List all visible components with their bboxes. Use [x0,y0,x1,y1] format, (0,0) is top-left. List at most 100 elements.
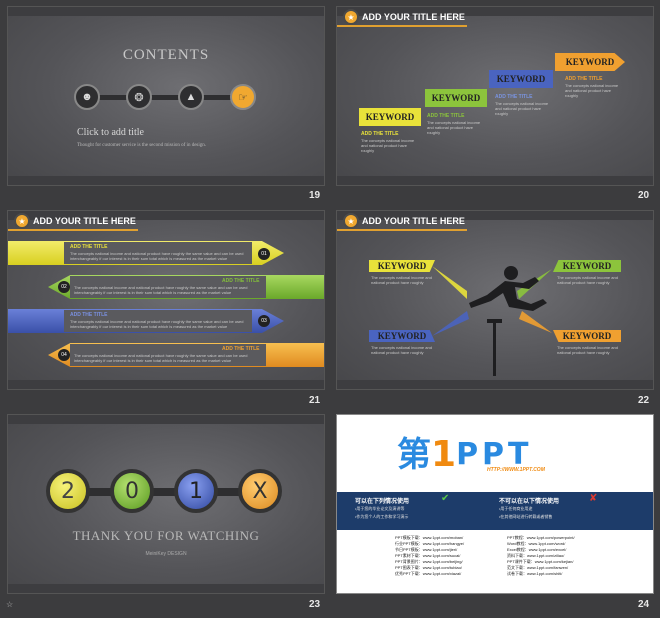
usage-banner: 可以在下列情况使用 ✔ •用于您的毕业论文及演讲等 •作为您个人的工作和学习演示… [337,492,653,530]
hurdler-illustration [432,266,552,376]
cross-icon: ✘ [589,493,598,504]
char-ball-2: 0 [110,469,154,513]
link-item[interactable]: 试卷下载：www.1ppt.com/shiti/ [507,571,563,576]
star-icon: ☆ [6,600,14,609]
page-number-23: 23 [309,599,321,610]
link-item[interactable]: 行业PPT模板：www.1ppt.com/hangye/ [395,541,465,546]
can-use-title: 可以在下列情况使用 [355,499,410,505]
ray-bottom-right [519,311,552,333]
step-2-title: ADD THE TITLE [427,113,465,119]
row-03-title: ADD THE TITLE [70,312,108,318]
link-item[interactable]: PPT素材下载：www.1ppt.com/sucai/ [395,553,461,558]
link-item[interactable]: PPT图表下载：www.1ppt.com/tubiao/ [395,565,462,570]
thank-you-message: THANK YOU FOR WATCHING [72,528,260,543]
slide-24[interactable]: 第 1 PPT HTTP://WWW.1PPT.COM 可以在下列情况使用 ✔ … [336,414,654,594]
links-right: PPT教程：www.1ppt.com/powerpoint/ Word教程：ww… [507,535,599,577]
link-item[interactable]: PPT模板下载：www.1ppt.com/moban/ [395,535,464,540]
hurdle-bar [487,319,502,323]
bottom-bar [337,176,653,185]
designer-name: MeiniKey DESIGN [145,551,187,557]
row-01-title: ADD THE TITLE [70,244,108,250]
top-bar [337,7,653,16]
row-04-number: 04 [58,349,70,361]
step-2-text: The concepts national income and nationa… [427,120,481,135]
page-number-22: 22 [638,395,650,406]
check-icon: ✔ [441,493,450,504]
links-left: PPT模板下载：www.1ppt.com/moban/ 行业PPT模板：www.… [395,535,487,577]
link-item[interactable]: PPT课件下载：www.1ppt.com/kejian/ [507,559,574,564]
keyword-bottom-right[interactable]: KEYWORD [553,330,621,342]
row-02-body [70,276,266,298]
page-number-19: 19 [309,190,321,201]
top-bar [8,415,324,424]
subtitle: Thought for customer service is the seco… [77,143,207,148]
keyword-step-1[interactable]: KEYWORD [359,108,421,126]
char-ball-4: X [238,469,282,513]
cannot-use-line-1: •用于任何商业用途 [499,506,533,511]
icons-connector [88,95,248,100]
bottom-bar [8,380,324,389]
link-item[interactable]: PPT背景图片：www.1ppt.com/beijing/ [395,559,463,564]
step-1-title: ADD THE TITLE [361,131,399,137]
link-item[interactable]: Word教程：www.1ppt.com/word/ [507,541,566,546]
row-03-text: The concepts national income and nationa… [70,319,244,329]
top-bar [8,7,324,16]
cannot-use-line-2: •在其他网站进行转载或者销售 [499,514,553,519]
contents-title: CONTENTS [122,47,210,63]
step-4-text: The concepts national income and nationa… [565,83,619,98]
can-use-line-2: •作为您个人的工作和学习演示 [355,514,409,519]
keyword-bottom-left[interactable]: KEYWORD [369,330,435,342]
click-to-add-title[interactable]: Click to add title [77,127,144,138]
compass-icon[interactable]: ❂ [126,84,152,110]
bottom-bar [337,380,653,389]
row-03-number: 03 [258,315,270,327]
row-04-text: The concepts national income and nationa… [74,353,248,363]
link-item[interactable]: Excel教程：www.1ppt.com/excel/ [507,547,567,552]
hand-icon[interactable]: ☞ [230,84,256,110]
slide-header: ★ADD YOUR TITLE HERE [343,9,465,25]
keyword-step-4[interactable]: KEYWORD [555,53,625,71]
ray-top-left [432,266,467,299]
slide-21[interactable]: ★ADD YOUR TITLE HERE ADD THE TITLE The c… [7,210,325,390]
slide-23[interactable]: 2 0 1 X THANK YOU FOR WATCHING MeiniKey … [7,414,325,594]
top-left-text: The concepts national income and nationa… [371,275,432,285]
link-item[interactable]: 优秀PPT下载：www.1ppt.com/xiazai/ [395,571,462,576]
slide-19[interactable]: CONTENTS ☻ ❂ ▲ ☞ Click to add title Thou… [7,6,325,186]
brand-logo: 第 1 PPT [397,434,533,475]
brand-url[interactable]: HTTP://WWW.1PPT.COM [487,467,545,473]
keyword-step-2[interactable]: KEYWORD [425,89,487,107]
cannot-use-title: 不可以在以下情况使用 [499,499,560,505]
keyword-top-left[interactable]: KEYWORD [369,260,435,272]
balls-connector [68,488,268,496]
row-02-title: ADD THE TITLE [222,278,260,284]
page-number-24: 24 [638,599,650,610]
link-item[interactable]: 节日PPT模板：www.1ppt.com/jieri/ [395,547,458,552]
row-04-body [70,344,266,366]
slide-22[interactable]: ★ADD YOUR TITLE HERE KEYWORD The concept… [336,210,654,390]
header-underline [8,229,138,231]
slide-20[interactable]: ★ADD YOUR TITLE HERE KEYWORD ADD THE TIT… [336,6,654,186]
user-icon[interactable]: ☻ [74,84,100,110]
link-item[interactable]: 范文下载：www.1ppt.com/fanwen/ [507,565,569,570]
row-04-title: ADD THE TITLE [222,346,260,352]
step-4-title: ADD THE TITLE [565,76,603,82]
row-01-body [64,242,252,264]
bottom-bar [8,584,324,593]
step-1-text: The concepts national income and nationa… [361,138,415,153]
keyword-top-right[interactable]: KEYWORD [553,260,621,272]
link-item[interactable]: PPT教程：www.1ppt.com/powerpoint/ [507,535,575,540]
chart-icon[interactable]: ▲ [178,84,204,110]
bottom-bar [8,176,324,185]
row-02-text: The concepts national income and nationa… [74,285,248,295]
row-03-body [64,310,252,332]
hurdler-silhouette [469,266,547,311]
header-underline [337,229,467,231]
page-number-21: 21 [309,395,321,406]
link-item[interactable]: 资料下载：www.1ppt.com/ziliao/ [507,553,565,558]
keyword-step-3[interactable]: KEYWORD [489,70,553,88]
row-02-number: 02 [58,281,70,293]
ray-bottom-left [432,311,469,336]
top-bar [8,211,324,220]
step-3-text: The concepts national income and nationa… [495,101,549,116]
top-right-text: The concepts national income and nationa… [557,275,618,285]
